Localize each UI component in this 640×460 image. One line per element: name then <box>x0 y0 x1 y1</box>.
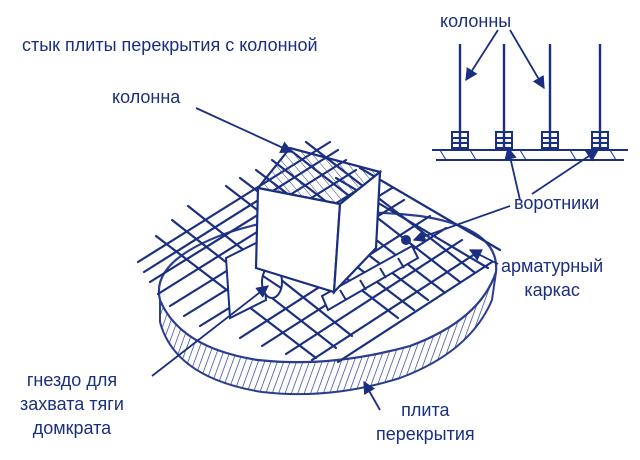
leader-lines <box>151 29 600 411</box>
inset-collars <box>451 131 609 149</box>
arrow-kolonny-1 <box>465 29 499 82</box>
arrow-kolonna <box>195 107 294 154</box>
label-slab-line1: плита <box>401 400 450 420</box>
collar-right <box>320 235 420 312</box>
column-right-face <box>332 169 382 295</box>
arrow-vorotniki-3 <box>412 205 511 243</box>
label-jack-socket-line2: захвата тяги <box>20 394 124 414</box>
label-slab-line2: перекрытия <box>376 424 475 444</box>
inset-elevation <box>432 44 628 161</box>
arrow-kolonny-2 <box>509 29 545 90</box>
label-jack-socket: гнездо для захвата тяги домкрата <box>20 368 124 440</box>
arrow-vorotniki-2 <box>531 149 600 195</box>
inset-slab <box>432 149 628 161</box>
arrow-gnezdo <box>151 285 269 377</box>
label-slab: плита перекрытия <box>376 398 475 446</box>
label-jack-socket-line1: гнездо для <box>26 370 118 390</box>
label-collars: воротники <box>514 193 600 213</box>
label-rebar-cage: арматурный каркас <box>501 254 603 302</box>
label-column: колонна <box>112 87 181 107</box>
label-rebar-cage-line2: каркас <box>524 280 580 300</box>
label-columns: колонны <box>440 11 512 31</box>
arrow-plita <box>363 380 381 411</box>
column <box>254 146 383 295</box>
label-jack-socket-line3: домкрата <box>32 418 112 438</box>
label-rebar-cage-line1: арматурный <box>501 256 604 276</box>
arrow-vorotniki-1 <box>504 146 521 201</box>
inset-columns <box>458 44 602 150</box>
diagram-title: стык плиты перекрытия с колонной <box>22 35 318 55</box>
arrow-karkas <box>468 249 499 265</box>
